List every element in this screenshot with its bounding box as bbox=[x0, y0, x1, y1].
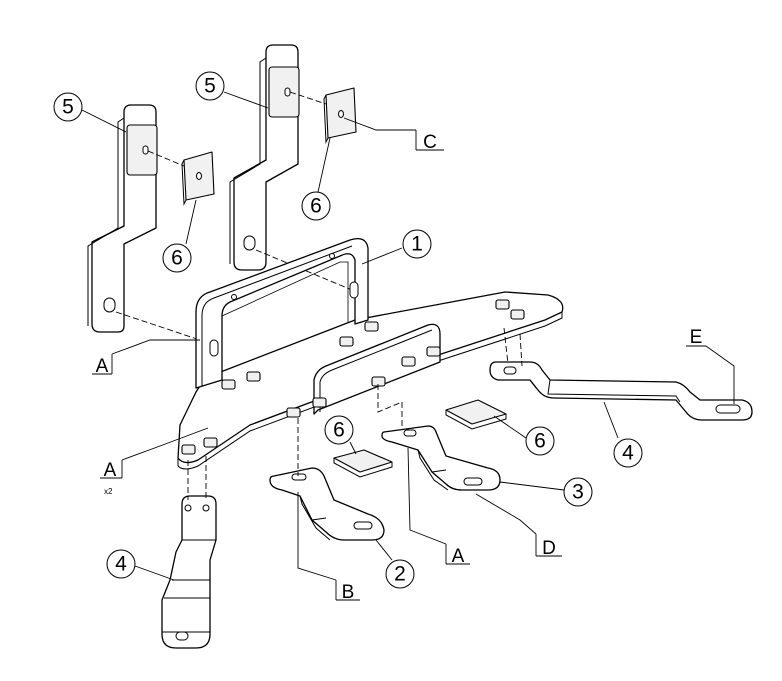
balloon-6-left bbox=[162, 243, 192, 273]
balloon-4-left-label: 4 bbox=[115, 553, 127, 576]
balloon-6-mid-right-label: 6 bbox=[534, 430, 546, 453]
balloon-4-right-label: 4 bbox=[622, 442, 634, 465]
balloon-6-mid-left bbox=[324, 415, 354, 445]
balloon-6-right-label: 6 bbox=[310, 195, 322, 218]
balloon-2-label: 2 bbox=[394, 563, 406, 586]
balloon-6-right bbox=[301, 191, 331, 221]
bracket-4-right bbox=[489, 361, 753, 421]
balloon-3-label: 3 bbox=[572, 481, 584, 504]
label-a-top: A bbox=[96, 356, 109, 377]
label-a-left: A bbox=[104, 460, 117, 481]
quantity-note: x2 bbox=[104, 487, 113, 496]
label-a-bottom: A bbox=[452, 546, 465, 567]
balloon-5-left-label: 5 bbox=[62, 96, 74, 119]
label-e: E bbox=[690, 327, 703, 348]
balloon-5-right bbox=[195, 71, 225, 101]
balloon-5-left bbox=[53, 92, 83, 122]
label-d: D bbox=[542, 538, 556, 559]
balloon-4-right bbox=[613, 438, 643, 468]
balloon-4-left bbox=[106, 549, 136, 579]
balloon-1 bbox=[402, 229, 432, 259]
balloon-3 bbox=[563, 477, 593, 507]
bracket-5-right bbox=[229, 44, 300, 271]
balloon-2 bbox=[385, 559, 415, 589]
bracket-3 bbox=[381, 425, 501, 491]
main-plate-1 bbox=[177, 237, 564, 470]
pad-6-right bbox=[323, 87, 357, 144]
bracket-2 bbox=[269, 467, 385, 541]
balloon-6-left-label: 6 bbox=[171, 247, 183, 270]
balloon-6-mid-right bbox=[525, 426, 555, 456]
balloon-1-label: 1 bbox=[411, 233, 423, 256]
weld-nuts bbox=[181, 299, 525, 455]
pad-6-middle-left bbox=[333, 449, 393, 478]
pad-6-middle-right bbox=[445, 399, 507, 430]
balloon-6-mid-left-label: 6 bbox=[333, 419, 345, 442]
bracket-5-left bbox=[87, 104, 158, 333]
pad-6-left bbox=[181, 151, 215, 206]
label-b: B bbox=[342, 582, 355, 603]
label-c: C bbox=[423, 132, 437, 153]
bracket-4-left bbox=[161, 495, 217, 649]
balloon-5-right-label: 5 bbox=[204, 75, 216, 98]
